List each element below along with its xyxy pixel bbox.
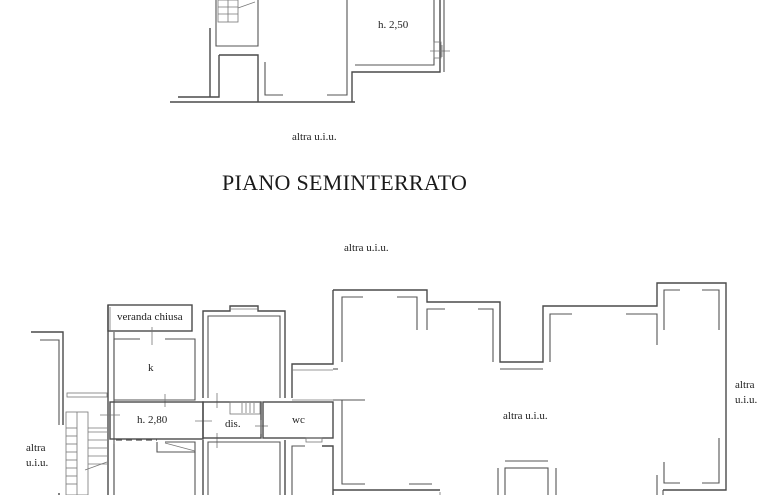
- lower-plan: [31, 282, 727, 495]
- left-neighbor-label-2: u.i.u.: [26, 457, 49, 469]
- corridor-height: h. 2,80: [137, 414, 168, 426]
- right-neighbor-label-2: u.i.u.: [735, 394, 758, 406]
- room-kitchen: k: [148, 362, 154, 374]
- lower-stair: [65, 411, 108, 495]
- room-veranda: veranda chiusa: [117, 311, 183, 323]
- room-wc: wc: [292, 414, 305, 426]
- plan-title: PIANO SEMINTERRATO: [222, 170, 468, 195]
- lower-top-neighbor-label: altra u.i.u.: [344, 242, 389, 254]
- right-neighbor-label-1: altra: [735, 379, 755, 391]
- upper-room-height: h. 2,50: [378, 19, 409, 31]
- upper-stair: [217, 0, 256, 23]
- room-disimpegno: dis.: [225, 418, 241, 430]
- center-neighbor-label: altra u.i.u.: [503, 410, 548, 422]
- upper-plan: [170, 0, 450, 103]
- left-neighbor-label-1: altra: [26, 442, 46, 454]
- upper-neighbor-label: altra u.i.u.: [292, 131, 337, 143]
